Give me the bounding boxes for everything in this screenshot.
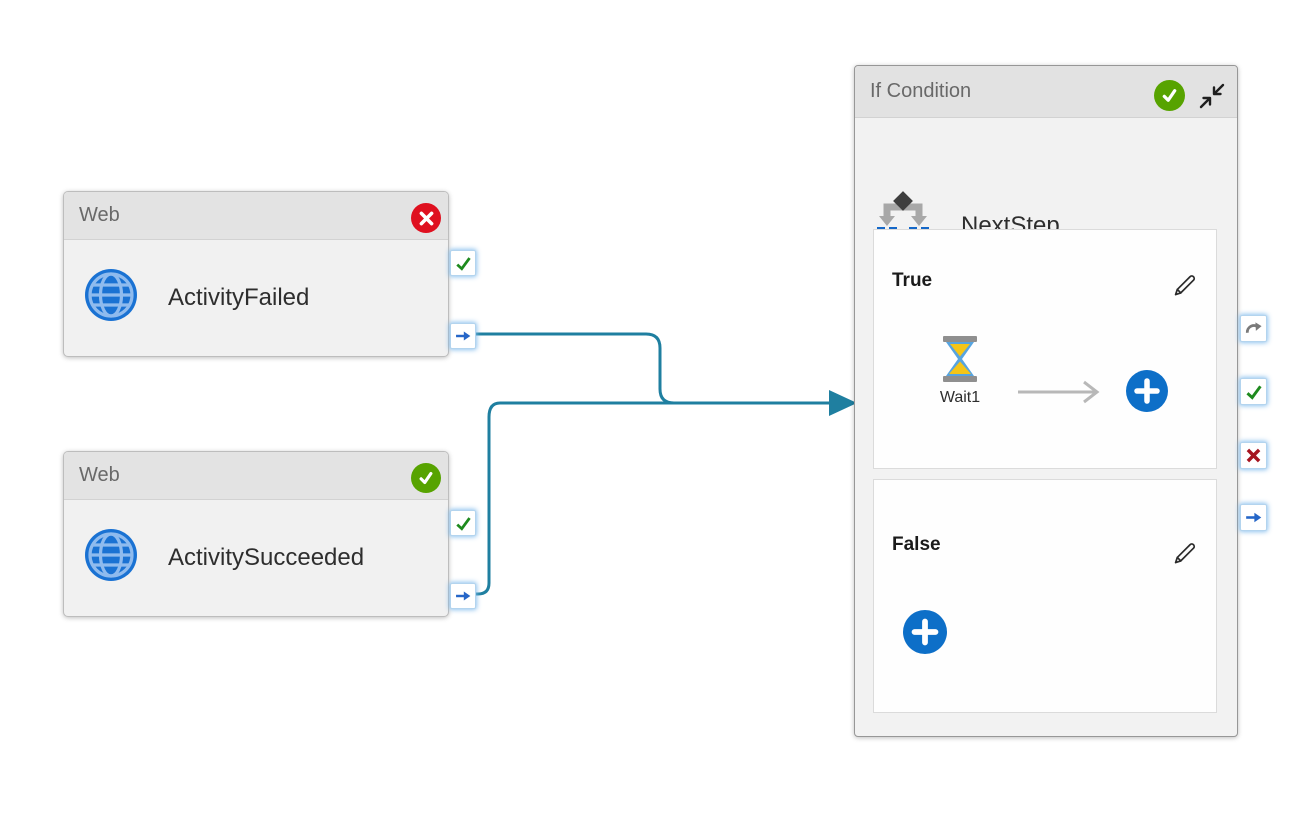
failure-port[interactable] (1240, 442, 1267, 469)
collapse-icon[interactable] (1195, 79, 1228, 112)
node-type-label: Web (79, 464, 120, 486)
add-activity-true-button[interactable] (1126, 370, 1168, 412)
node-body: ActivityFailed (64, 240, 448, 355)
sequence-arrow-icon (1016, 379, 1108, 410)
connector-arrowhead-icon (829, 390, 857, 416)
next-port[interactable] (1240, 504, 1267, 531)
false-branch-label: False (892, 534, 941, 555)
wait-activity-name: Wait1 (939, 389, 981, 406)
activity-node-web-failed[interactable]: Web ActivityFailed (63, 191, 476, 357)
connector-activitysucceeded-to-nextstep[interactable] (473, 401, 829, 596)
next-port[interactable] (450, 323, 476, 349)
node-body: ActivitySucceeded (64, 500, 448, 615)
activity-name: ActivityFailed (168, 283, 310, 311)
success-badge-icon (1154, 80, 1185, 111)
node-type-label: If Condition (870, 80, 972, 102)
node-header: If Condition (855, 66, 1237, 118)
success-port[interactable] (450, 250, 476, 276)
web-activity-icon (84, 528, 138, 587)
activity-name: ActivitySucceeded (168, 543, 365, 571)
true-branch-label: True (892, 270, 933, 291)
wait-activity-card[interactable]: Wait1 (928, 336, 992, 407)
edit-true-branch-icon[interactable] (1170, 272, 1198, 300)
node-header: Web (64, 192, 448, 240)
success-badge-icon (411, 463, 441, 493)
success-port[interactable] (1240, 378, 1267, 405)
connector-activityfailed-to-nextstep[interactable] (473, 332, 829, 405)
false-branch-panel[interactable]: False (873, 479, 1217, 713)
success-port[interactable] (450, 510, 476, 536)
next-port[interactable] (450, 583, 476, 609)
node-type-label: Web (79, 204, 120, 226)
node-header: Web (64, 452, 448, 500)
true-branch-panel[interactable]: True Wait1 (873, 229, 1217, 469)
activity-node-if-condition[interactable]: If Condition (854, 65, 1267, 737)
completion-port[interactable] (1240, 315, 1267, 342)
error-badge-icon (411, 203, 441, 233)
wait-hourglass-icon (940, 336, 980, 386)
activity-node-web-succeeded[interactable]: Web ActivitySucceeded (63, 451, 476, 617)
add-activity-false-button[interactable] (903, 610, 947, 654)
web-activity-icon (84, 268, 138, 327)
edit-false-branch-icon[interactable] (1170, 540, 1198, 568)
